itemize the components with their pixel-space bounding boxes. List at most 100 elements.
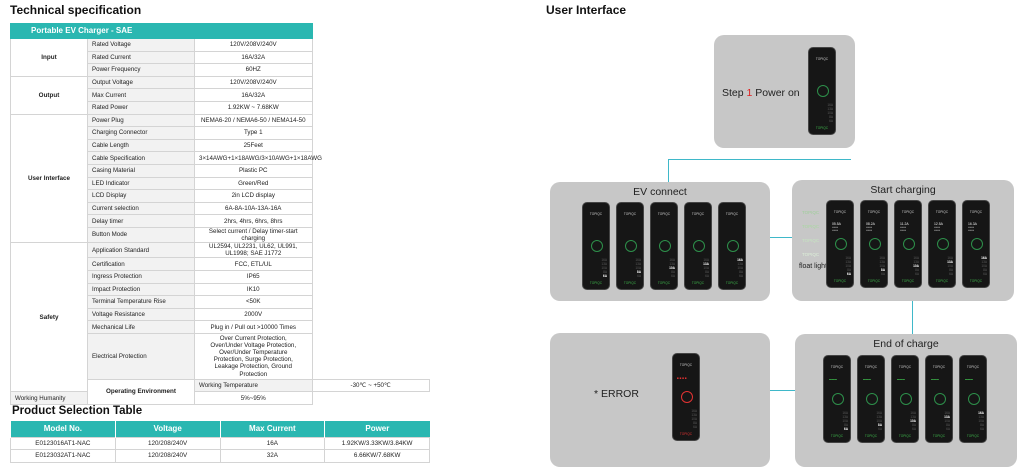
device-ring bbox=[968, 393, 980, 405]
device-foot: TOPIQC bbox=[969, 279, 983, 283]
connector-line bbox=[770, 237, 792, 238]
spec-param: Power Frequency bbox=[87, 63, 195, 77]
device-foot: TOPIQC bbox=[589, 281, 603, 285]
float-light-indicator: TOPIQC bbox=[802, 210, 820, 215]
float-light-indicator: TOPIQC bbox=[802, 224, 820, 229]
spec-value: 3×14AWG+1×18AWG/3×10AWG+1×18AWG bbox=[194, 151, 322, 165]
device-ring bbox=[835, 238, 847, 250]
device-ring bbox=[934, 393, 946, 405]
device-ring bbox=[903, 238, 915, 250]
spec-value: Plastic PC bbox=[194, 163, 313, 178]
spec-param: Output Voltage bbox=[87, 75, 195, 90]
device-brand: TOPIQC bbox=[864, 365, 878, 369]
spec-value: 2000V bbox=[194, 307, 313, 322]
spec-value: 5%~95% bbox=[194, 391, 313, 405]
device-foot: TOPIQC bbox=[935, 279, 949, 283]
spec-param: Cable Specification bbox=[87, 151, 195, 165]
spec-param: Working Temperature bbox=[194, 378, 313, 393]
step-number: 1 bbox=[746, 87, 753, 99]
spec-value: UL2594, UL2231, UL62, UL991, UL1998; SAE… bbox=[194, 242, 313, 259]
spec-param: Ingress Protection bbox=[87, 270, 195, 284]
product-table-title: Product Selection Table bbox=[12, 405, 143, 417]
device-foot: TOPIQC bbox=[623, 281, 637, 285]
spec-value: IK10 bbox=[194, 282, 313, 297]
device-foot: TOPIQC bbox=[657, 281, 671, 285]
device-brand: TOPIQC bbox=[932, 365, 946, 369]
device-ring bbox=[866, 393, 878, 405]
spec-value: Select current / Delay timer-start charg… bbox=[194, 226, 313, 244]
device-readout: 08.2A≡≡≡≡≡≡≡≡ bbox=[866, 222, 875, 233]
product-cell: E0123016AT1-NAC bbox=[10, 436, 116, 450]
spec-param: Rated Power bbox=[87, 100, 195, 115]
spec-value: -30℃ ~ +50℃ bbox=[311, 378, 430, 393]
device-ring bbox=[659, 240, 671, 252]
product-cell: 120/208/240V bbox=[114, 449, 221, 463]
spec-param: Impact Protection bbox=[87, 282, 195, 297]
device-readout: 05.5A≡≡≡≡≡≡≡≡ bbox=[832, 222, 841, 233]
spec-param: Max Current bbox=[87, 88, 195, 102]
spec-value: 6A-8A-10A-13A-16A bbox=[194, 201, 313, 216]
device-brand: TOPIQC bbox=[969, 210, 983, 214]
device-foot: TOPIQC bbox=[864, 434, 878, 438]
device-foot: TOPIQC bbox=[691, 281, 705, 285]
product-column-header: Voltage bbox=[114, 421, 220, 437]
spec-value: 120V/208V/240V bbox=[194, 75, 313, 90]
spec-value: 120V/208V/240V bbox=[194, 38, 313, 52]
spec-table-header: Portable EV Charger - SAE bbox=[10, 23, 313, 39]
device-brand: TOPIQC bbox=[725, 212, 739, 216]
ev-connect-title: EV connect bbox=[633, 186, 687, 198]
spec-param: Certification bbox=[87, 257, 195, 271]
device-ring bbox=[693, 240, 705, 252]
spec-param: Current selection bbox=[87, 201, 195, 216]
product-cell: 32A bbox=[219, 449, 326, 463]
spec-param: Terminal Temperature Rise bbox=[87, 295, 195, 309]
product-cell: 16A bbox=[219, 436, 326, 450]
spec-value: FCC, ETL/UL bbox=[194, 257, 313, 271]
spec-row: Terminal Temperature Rise<50K bbox=[11, 295, 430, 309]
connector-line bbox=[668, 159, 669, 182]
spec-param: Rated Voltage bbox=[87, 38, 195, 52]
spec-value: 25Feet bbox=[194, 138, 313, 153]
product-column-header: Power bbox=[324, 421, 430, 437]
spec-value: 16A/32A bbox=[194, 88, 313, 102]
spec-value: 2in LCD display bbox=[194, 189, 313, 203]
device-foot: TOPIQC bbox=[898, 434, 912, 438]
device-status: ▬▬▬ bbox=[965, 378, 973, 381]
float-light-indicator: TOPIQC bbox=[802, 238, 820, 243]
device-ring bbox=[727, 240, 739, 252]
